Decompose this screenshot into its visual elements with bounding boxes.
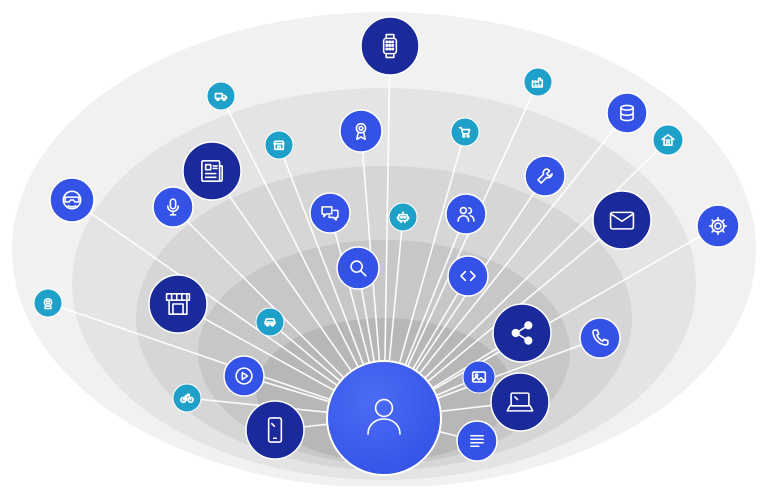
connector-line — [71, 199, 385, 419]
store-icon — [273, 140, 285, 151]
node-circle — [182, 141, 242, 201]
phone-icon — [592, 329, 609, 346]
node-shopping-cart[interactable] — [450, 117, 480, 147]
microphone-icon — [166, 198, 180, 216]
node-laptop[interactable] — [490, 372, 550, 432]
users-icon — [457, 206, 475, 222]
node-code[interactable] — [447, 255, 489, 297]
bicycle-icon — [180, 393, 194, 404]
node-robot[interactable] — [388, 202, 418, 232]
factory-icon — [531, 77, 544, 88]
node-image[interactable] — [462, 360, 496, 394]
node-circle — [524, 155, 566, 197]
mail-icon — [609, 211, 635, 230]
node-circle — [462, 360, 496, 394]
node-circle — [592, 190, 652, 250]
node-chat-bubbles[interactable] — [309, 192, 351, 234]
user-icon — [367, 398, 401, 435]
document-text-icon — [470, 434, 484, 448]
node-gear[interactable] — [696, 204, 740, 248]
connector-line — [220, 95, 385, 419]
vr-headset-icon — [62, 190, 82, 210]
connector-line — [383, 225, 719, 419]
delivery-truck-icon — [214, 92, 228, 102]
node-circle — [492, 303, 552, 363]
chat-bubbles-icon — [321, 206, 339, 221]
gear-icon — [708, 216, 728, 236]
node-circle — [579, 317, 621, 359]
node-car[interactable] — [255, 307, 285, 337]
node-mail[interactable] — [592, 190, 652, 250]
code-icon — [460, 270, 476, 282]
home-network-icon — [661, 133, 675, 147]
node-circle — [445, 193, 487, 235]
newspaper-icon — [201, 160, 223, 182]
node-circle — [447, 255, 489, 297]
node-database[interactable] — [606, 92, 648, 134]
wrench-icon — [537, 168, 553, 184]
connector-line — [383, 81, 539, 419]
node-vr-headset[interactable] — [49, 177, 95, 223]
node-store[interactable] — [264, 130, 294, 160]
node-circle — [206, 81, 236, 111]
node-microphone[interactable] — [152, 186, 194, 228]
node-smartphone[interactable] — [245, 400, 305, 460]
connector-line — [383, 112, 628, 419]
node-bicycle[interactable] — [172, 383, 202, 413]
node-circle — [152, 186, 194, 228]
node-circle — [309, 192, 351, 234]
shopping-cart-icon — [458, 126, 471, 138]
image-icon — [471, 371, 487, 383]
node-circle — [264, 130, 294, 160]
node-phone[interactable] — [579, 317, 621, 359]
node-circle — [490, 372, 550, 432]
security-camera-icon — [43, 297, 53, 310]
node-users[interactable] — [445, 193, 487, 235]
node-play[interactable] — [223, 355, 265, 397]
node-circle — [606, 92, 648, 134]
connector-line — [47, 302, 385, 419]
node-circle — [33, 288, 63, 318]
node-storefront[interactable] — [148, 274, 208, 334]
award-badge-icon — [355, 122, 367, 141]
node-document-text[interactable] — [456, 420, 498, 462]
node-award-badge[interactable] — [339, 109, 383, 153]
hub-circle[interactable] — [326, 360, 442, 476]
node-wrench[interactable] — [524, 155, 566, 197]
node-newspaper[interactable] — [182, 141, 242, 201]
smartphone-icon — [267, 417, 283, 443]
node-circle — [223, 355, 265, 397]
node-circle — [456, 420, 498, 462]
storefront-icon — [165, 293, 191, 315]
robot-icon — [396, 211, 410, 224]
database-icon — [620, 104, 634, 122]
smartwatch-icon — [382, 33, 398, 59]
central-hub — [326, 360, 442, 476]
connector-line — [383, 139, 669, 419]
node-circle — [245, 400, 305, 460]
car-icon — [264, 318, 276, 327]
node-delivery-truck[interactable] — [206, 81, 236, 111]
share-icon — [511, 321, 533, 345]
node-circle — [696, 204, 740, 248]
node-search[interactable] — [336, 246, 380, 290]
node-factory[interactable] — [523, 67, 553, 97]
search-icon — [350, 260, 367, 277]
icon-nodes — [33, 16, 740, 462]
node-circle — [336, 246, 380, 290]
node-share[interactable] — [492, 303, 552, 363]
node-security-camera[interactable] — [33, 288, 63, 318]
node-home-network[interactable] — [652, 124, 684, 156]
play-icon — [235, 367, 253, 385]
laptop-icon — [506, 392, 534, 412]
node-circle — [450, 117, 480, 147]
node-smartwatch[interactable] — [360, 16, 420, 76]
node-circle — [388, 202, 418, 232]
connector-line — [383, 45, 391, 419]
node-circle — [339, 109, 383, 153]
